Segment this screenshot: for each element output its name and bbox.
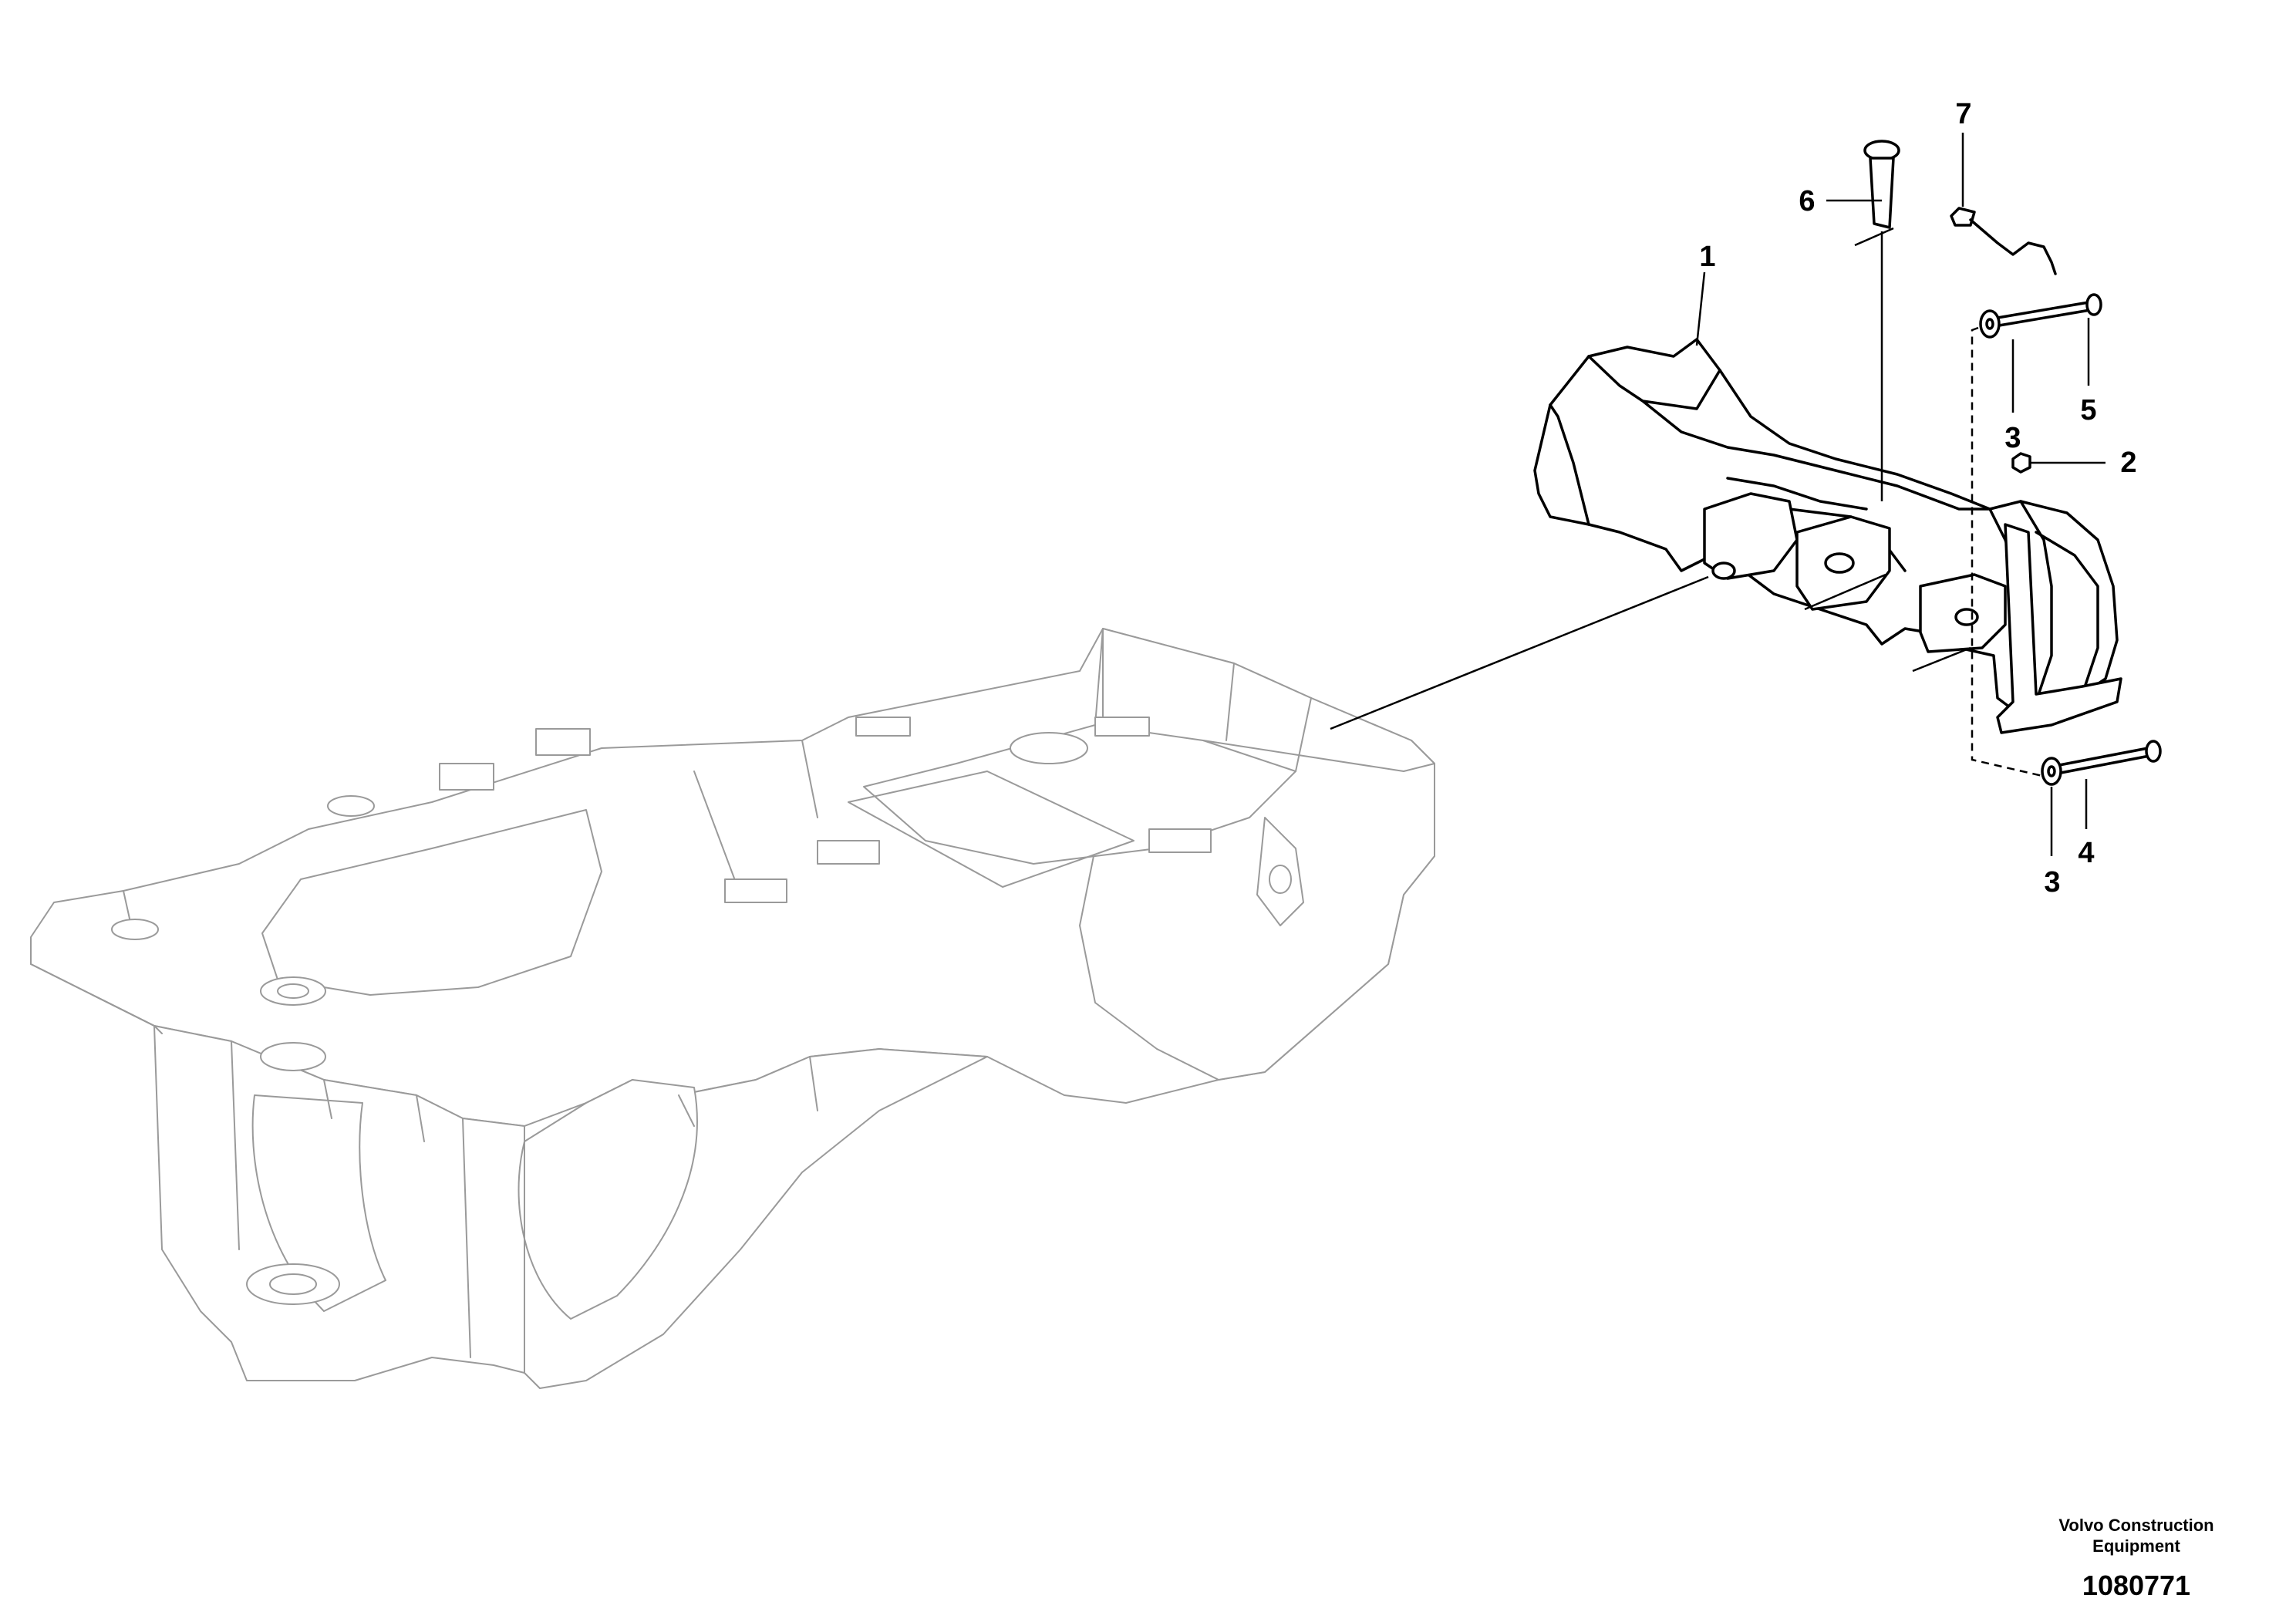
dashed-assembly-line (1971, 326, 2043, 777)
assembly-line (1804, 573, 1886, 611)
nut-part-2 (2011, 452, 2031, 474)
washer-upper-part-3 (1979, 309, 2001, 339)
footer-block: Volvo Construction Equipment 1080771 (2058, 1516, 2213, 1601)
nut-body (2011, 452, 2031, 474)
drawing-number: 1080771 (2082, 1570, 2190, 1601)
frame-lug-hole (1269, 865, 1292, 894)
frame-detail-lines (30, 628, 1435, 1374)
frame-hole (327, 795, 375, 817)
bolt-head (2145, 740, 2162, 763)
frame-block (724, 878, 787, 903)
washer-lower-part-3 (2041, 757, 2062, 786)
frame-rear-box (1079, 628, 1435, 1081)
frame-boss-hole (277, 983, 309, 999)
assembly-line-counterweight (1330, 575, 1709, 730)
bolt-shank (1996, 301, 2092, 327)
callout-2: 2 (2120, 447, 2136, 479)
pin-part-6 (1863, 140, 1900, 229)
frame-cross-plate (848, 771, 1135, 888)
company-name-line2: Equipment (2092, 1536, 2180, 1556)
frame-hole (1010, 732, 1088, 764)
callout-4: 4 (2078, 837, 2094, 869)
callout-3-lower: 3 (2044, 866, 2060, 899)
callout-5: 5 (2080, 394, 2096, 427)
assembly-line (1912, 646, 1971, 673)
lock-clip-part-7 (1950, 207, 2057, 275)
counterweight-bracket (1996, 523, 2122, 734)
frame-block (1148, 828, 1212, 853)
frame-block (439, 763, 494, 791)
counterweight-bore (1711, 561, 1736, 580)
washer-hole (1985, 318, 1994, 330)
leader-lines (1330, 133, 2106, 856)
clip-wire (1969, 218, 2057, 275)
frame-hole (111, 919, 159, 940)
callout-3-upper: 3 (2004, 422, 2021, 454)
frame-block (817, 840, 880, 865)
washer-hole (2047, 765, 2056, 777)
frame-block (855, 717, 911, 737)
frame-block (535, 728, 591, 756)
frame-left-side-opening (251, 1094, 386, 1312)
frame-block (1094, 717, 1150, 737)
frame-mid-side-opening (518, 1079, 698, 1320)
company-name-line1: Volvo Construction (2058, 1516, 2213, 1535)
callout-labels: 1 2 3 3 4 5 6 7 (1699, 98, 2136, 899)
pin-shaft (1869, 157, 1895, 229)
frame-boss-hole (269, 1273, 317, 1295)
frame-boss (260, 1042, 326, 1071)
clip-head (1950, 207, 1976, 227)
bolt-head (2085, 293, 2102, 316)
bolt-part-5 (1996, 293, 2102, 327)
counterweight-bore (1954, 608, 1979, 626)
bolt-part-4 (2058, 740, 2162, 774)
counterweight-part-1 (1533, 338, 2122, 734)
leader-1 (1695, 271, 1706, 346)
callout-1: 1 (1699, 241, 1715, 273)
rear-frame-drawing (30, 628, 1435, 1389)
assembly-line-pin-top (1854, 227, 1894, 247)
callout-7: 7 (1955, 98, 1971, 130)
bolt-shank (2058, 747, 2151, 774)
counterweight-lug-left (1703, 492, 1799, 580)
callout-6: 6 (1799, 185, 1815, 218)
counterweight-bore (1824, 552, 1855, 574)
